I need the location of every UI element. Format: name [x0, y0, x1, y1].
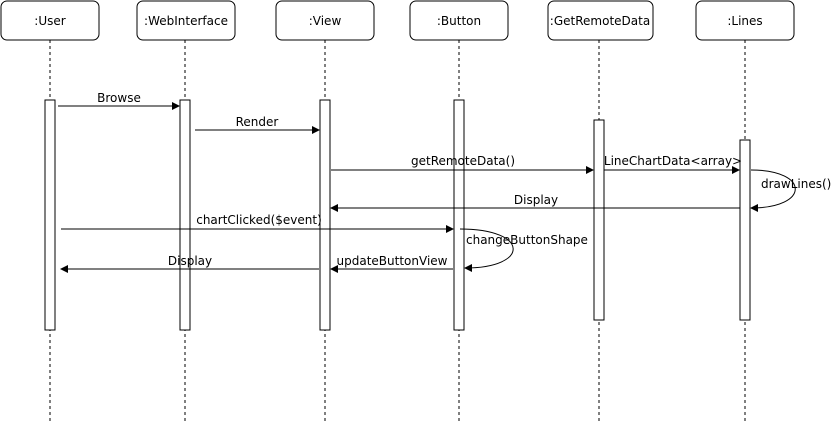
participant-label: :View [309, 14, 342, 28]
participant-webinterface: :WebInterface [136, 0, 236, 41]
message-line-chart-data-label: LineChartData<array> [604, 154, 742, 168]
participant-view: :View [275, 0, 375, 41]
message-draw-lines-label: drawLines() [761, 177, 831, 191]
activation-getremotedata [593, 119, 605, 321]
message-display-lines-label: Display [514, 193, 558, 207]
participant-button: :Button [409, 0, 509, 41]
participant-user: :User [0, 0, 100, 41]
message-update-button-view-label: updateButtonView [337, 254, 448, 268]
message-browse-label: Browse [97, 91, 141, 105]
message-get-remote-data-label: getRemoteData() [411, 154, 515, 168]
lifelines [49, 40, 746, 421]
participant-label: :GetRemoteData [550, 14, 650, 28]
message-labels: Browse Render getRemoteData() LineChartD… [97, 91, 831, 268]
message-change-button-shape-arrow [459, 228, 514, 272]
message-render-label: Render [236, 115, 279, 129]
participant-getremotedata: :GetRemoteData [547, 0, 654, 41]
activation-user [44, 99, 56, 331]
message-display-user-label: Display [168, 254, 212, 268]
participant-label: :Lines [727, 14, 762, 28]
activation-button [453, 99, 465, 331]
messages [58, 102, 796, 273]
message-chart-clicked-label: chartClicked($event) [196, 213, 322, 227]
message-draw-lines-arrow [750, 169, 796, 212]
activation-lines [739, 139, 751, 321]
message-change-button-shape-label: changeButtonShape [466, 233, 588, 247]
participant-label: :User [34, 14, 65, 28]
participant-lines: :Lines [695, 0, 795, 41]
activation-view [319, 99, 331, 331]
activation-webinterface [179, 99, 191, 331]
participant-label: :Button [437, 14, 481, 28]
activations [44, 99, 751, 331]
participant-label: :WebInterface [144, 14, 228, 28]
